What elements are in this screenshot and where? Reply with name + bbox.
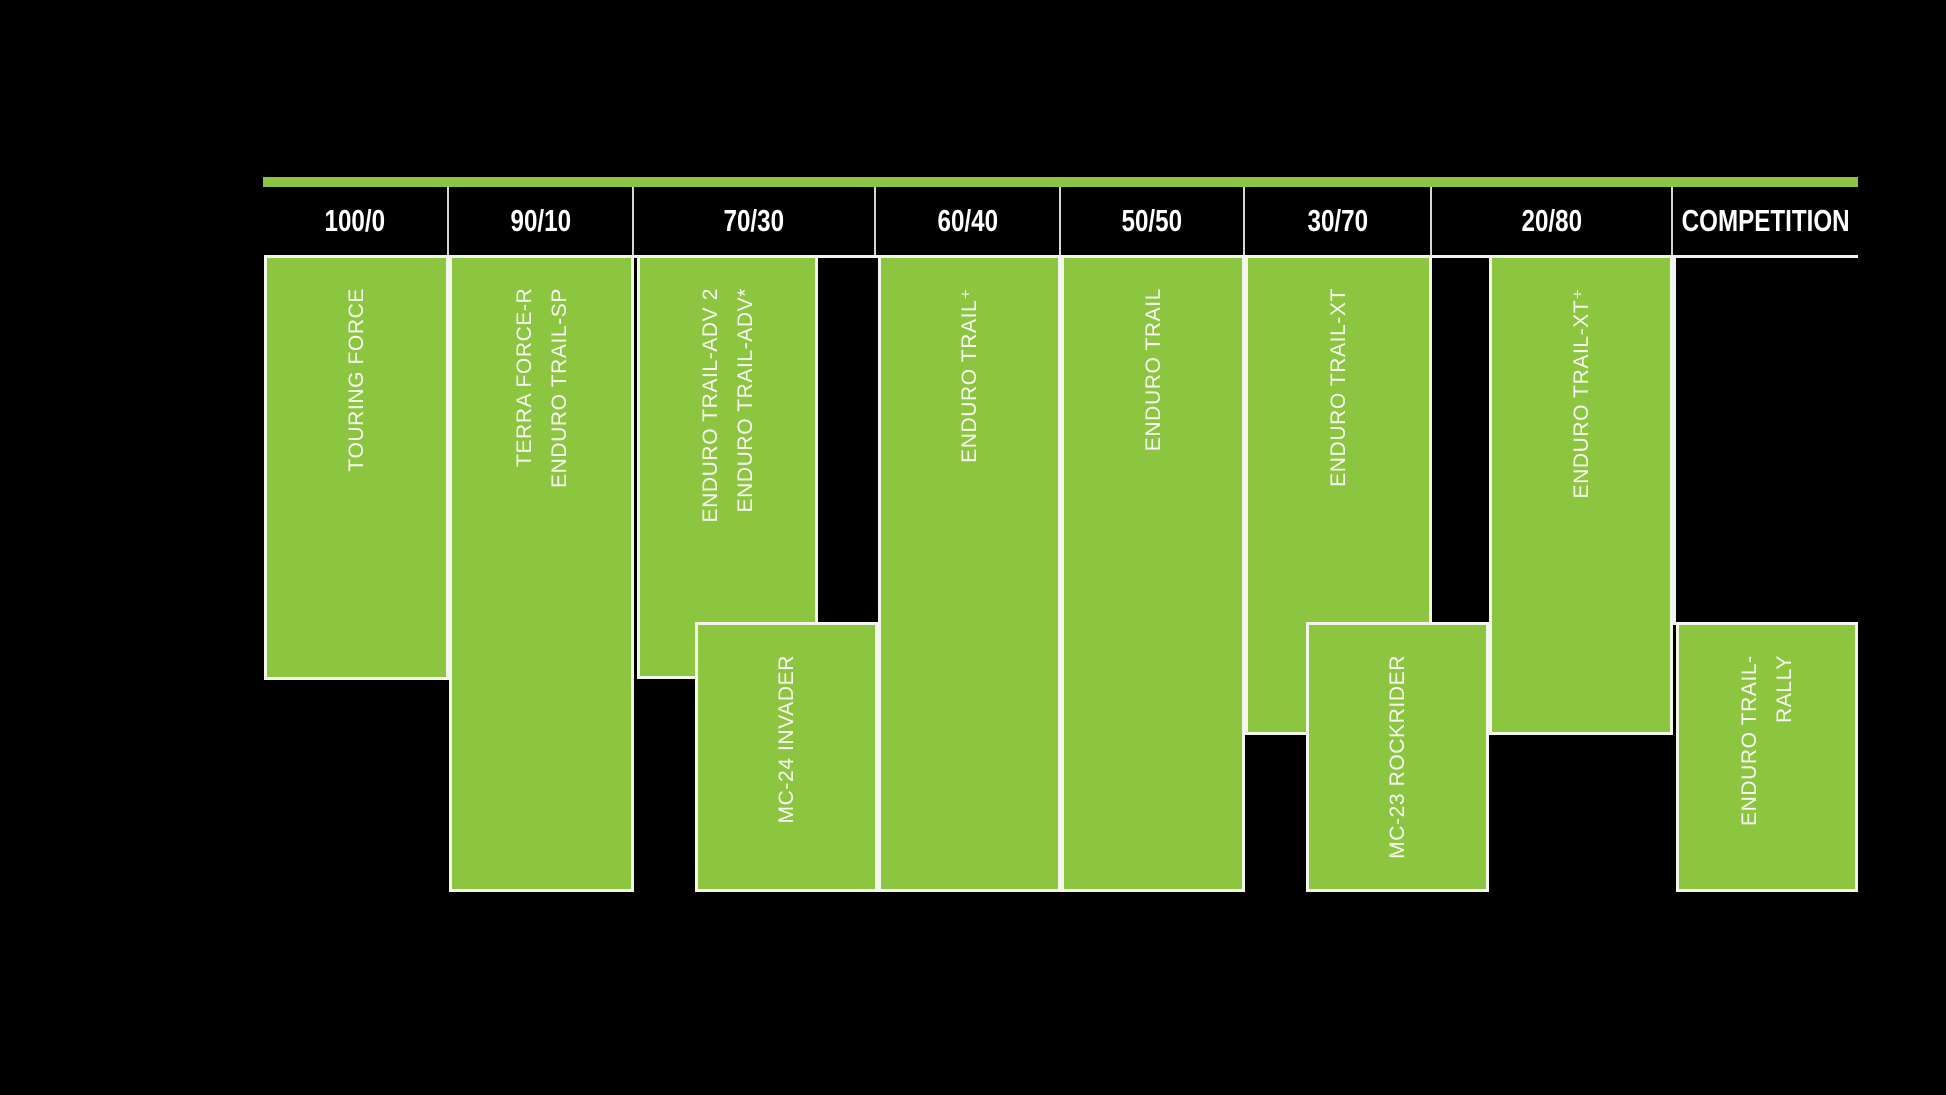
header-label: 90/10: [510, 203, 571, 238]
green-header-bar: [263, 177, 1858, 187]
header-label: COMPETITION: [1681, 203, 1850, 238]
product-label: ENDURO TRAIL-RALLY: [1738, 655, 1796, 826]
block-enduro-trail-plus: ENDURO TRAIL⁺: [878, 255, 1061, 892]
header-50-50: 50/50: [1061, 187, 1245, 255]
header-label: 20/80: [1521, 203, 1582, 238]
product-label: ENDURO TRAIL-XT⁺: [1569, 288, 1593, 499]
product-label: MC-24 INVADER: [775, 655, 798, 824]
header-label: 70/30: [723, 203, 785, 238]
block-enduro-trail: ENDURO TRAIL: [1061, 255, 1245, 892]
product-label: MC-23 ROCKRIDER: [1386, 655, 1409, 859]
block-terra-force-r: TERRA FORCE-R ENDURO TRAIL-SP: [449, 255, 634, 892]
header-30-70: 30/70: [1245, 187, 1432, 255]
block-enduro-trail-rally: ENDURO TRAIL-RALLY: [1676, 622, 1858, 892]
block-mc-23-rockrider: MC-23 ROCKRIDER: [1306, 622, 1489, 892]
product-label: TERRA FORCE-R ENDURO TRAIL-SP: [512, 288, 571, 488]
header-label: 100/0: [324, 203, 386, 238]
block-touring-force: TOURING FORCE: [264, 255, 449, 680]
product-label: ENDURO TRAIL⁺: [958, 288, 981, 463]
product-label: ENDURO TRAIL: [1141, 288, 1165, 452]
header-100-0: 100/0: [263, 187, 449, 255]
header-90-10: 90/10: [449, 187, 634, 255]
header-label: 30/70: [1307, 203, 1368, 238]
header-60-40: 60/40: [876, 187, 1061, 255]
header-label: 60/40: [937, 203, 998, 238]
header-20-80: 20/80: [1432, 187, 1673, 255]
product-label: ENDURO TRAIL-ADV 2 ENDURO TRAIL-ADV*: [698, 288, 757, 523]
header-70-30: 70/30: [634, 187, 876, 255]
block-enduro-trail-xt-plus: ENDURO TRAIL-XT⁺: [1489, 255, 1673, 735]
product-label: ENDURO TRAIL-XT: [1327, 288, 1350, 487]
product-label: TOURING FORCE: [345, 288, 368, 472]
header-label: 50/50: [1121, 203, 1183, 238]
header-competition: COMPETITION: [1673, 187, 1858, 255]
ratio-header-row: 100/0 90/10 70/30 60/40 50/50 30/70 20/8…: [263, 187, 1858, 255]
block-enduro-trail-adv: ENDURO TRAIL-ADV 2 ENDURO TRAIL-ADV*: [637, 255, 818, 679]
competition-left-border: [1673, 255, 1676, 625]
block-mc-24-invader: MC-24 INVADER: [695, 622, 878, 892]
